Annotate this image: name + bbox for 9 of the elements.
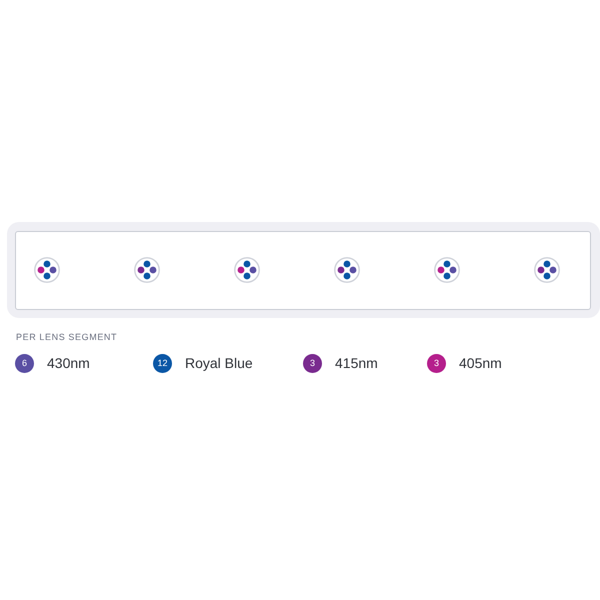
legend-label: Royal Blue xyxy=(185,354,253,372)
legend-label: 405nm xyxy=(459,354,502,372)
count-badge: 12 xyxy=(153,354,172,373)
legend-label: 430nm xyxy=(47,354,90,372)
count-badge: 3 xyxy=(427,354,446,373)
legend-label: 415nm xyxy=(335,354,378,372)
count-badge: 6 xyxy=(15,354,34,373)
section-heading: PER LENS SEGMENT xyxy=(16,332,118,342)
count-badge: 3 xyxy=(303,354,322,373)
